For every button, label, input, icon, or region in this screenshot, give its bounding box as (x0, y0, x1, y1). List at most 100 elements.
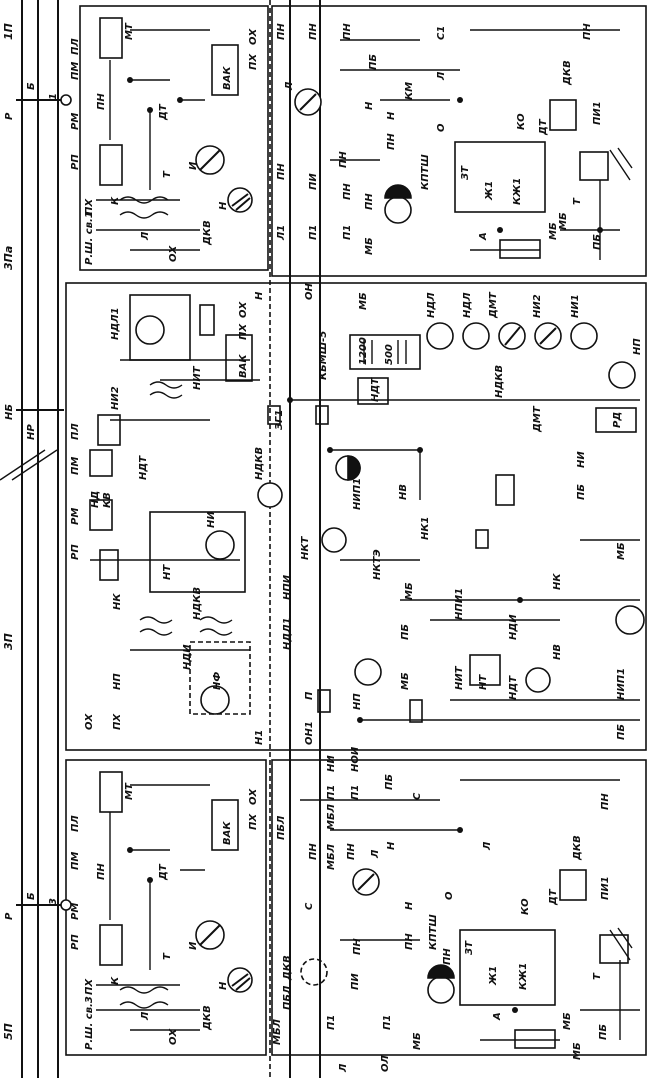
label: Л (338, 1063, 349, 1073)
label: А (478, 232, 489, 241)
label: О (436, 123, 447, 132)
label: НДЛ1 (110, 307, 121, 340)
bus-label: Р (4, 912, 15, 920)
label: Н (404, 901, 415, 910)
label: НИТ (454, 665, 465, 690)
left-bus-bars: 1П Р Б 3Па НР НБ 3П Р Б 5П (0, 0, 64, 1078)
label: ВАК (222, 821, 233, 845)
label: П1 (350, 785, 361, 800)
label: НП (112, 673, 123, 690)
label: ОХ (248, 787, 259, 805)
label: ПН (346, 843, 357, 860)
label: НДКВ (494, 365, 505, 398)
label: ОХ (248, 27, 259, 45)
label: НИТ (192, 365, 203, 390)
label: ПЛ (70, 815, 81, 832)
label: Н (386, 841, 397, 850)
label: 3 (48, 898, 59, 905)
label: НДКВ (254, 447, 265, 480)
label: МБ (548, 222, 559, 240)
label: ДКВ (282, 955, 293, 981)
label: ДКВ (572, 835, 583, 861)
label: ПН (600, 793, 611, 810)
label: МБ (400, 672, 411, 690)
bus-label: 5П (2, 1023, 15, 1040)
panel-bottom-right: П1 НИ МБЛ П1 НОИ ПБ С ПБЛ ПН МБЛ Н Л С Д… (272, 689, 640, 1073)
label: ПН (308, 843, 319, 860)
label: Л1 (276, 225, 287, 241)
label: Л (140, 231, 151, 241)
panel-frames (65, 0, 647, 1078)
label: НИП1 (352, 478, 363, 510)
label: ПН (342, 183, 353, 200)
label: НИ (326, 755, 337, 772)
label: ПБ (598, 1024, 609, 1040)
label: ЗТ (460, 165, 471, 180)
label: Л (436, 71, 447, 81)
label: МБ (412, 1032, 423, 1050)
label: П1 (382, 1015, 393, 1030)
label: С (412, 792, 423, 800)
label: ПИ (350, 973, 361, 990)
label: КПТШ (428, 914, 439, 950)
label: П (304, 691, 315, 700)
panel-title: Р.Ш. св.1 (84, 211, 95, 265)
label: КВ (102, 492, 113, 508)
label: НКТ (300, 535, 311, 560)
label: ПБЛ (282, 985, 293, 1010)
label: Т (592, 972, 603, 980)
label: ПХ (248, 813, 259, 830)
label: НДТ (370, 377, 381, 402)
label: ПЛ (70, 38, 81, 55)
label: ПЛ (70, 423, 81, 440)
label: ДМТ (488, 291, 499, 319)
label: КПТШ (420, 154, 431, 190)
bus-label: НР (26, 424, 37, 440)
panel-rsh-1: Р.Ш. св.1 ПХ К Л ОХ ДКВ РП РМ ПМ ПЛ МТ В… (48, 17, 259, 265)
label: НТ (162, 564, 173, 580)
label: НПИ (282, 574, 293, 600)
label: РМ (70, 903, 81, 920)
label: 1 (48, 93, 59, 100)
label: НДЛ1 (282, 617, 293, 650)
label: С (304, 902, 315, 910)
label: Н (218, 981, 229, 990)
label: П1 (326, 1015, 337, 1030)
label: ДКВ (202, 220, 213, 246)
bus-label: Б (26, 892, 37, 900)
bus-label: Б (26, 82, 37, 90)
label: Л (482, 841, 493, 851)
label: ПИ1 (592, 101, 603, 125)
label: МБЛ (272, 1018, 283, 1045)
label: П1 (308, 225, 319, 240)
label: ПН (338, 151, 349, 168)
label: ЗТ (464, 940, 475, 955)
label: ПИ1 (600, 876, 611, 900)
label: ПХ (84, 198, 95, 215)
label: ОХ (238, 300, 249, 318)
label: С1 (436, 26, 447, 40)
label: ПН (342, 23, 353, 40)
label: НИ2 (110, 386, 121, 410)
label: НИ2 (532, 294, 543, 318)
label: 500 (384, 344, 395, 365)
label: ВАК (238, 354, 249, 378)
label: НДИ (508, 614, 519, 640)
label: ПН (364, 193, 375, 210)
label: НП (352, 693, 363, 710)
panel-rsh-3: Р.Ш. св.3 ПХ К Л ОХ ДКВ РП РМ ПМ ПЛ МТ В… (48, 771, 259, 1050)
label: Л (284, 81, 295, 91)
label: О (444, 891, 455, 900)
label: НКТЭ (372, 549, 383, 580)
label: ПХ (248, 53, 259, 70)
label: МБЛ (326, 803, 337, 830)
label: ПИ (308, 173, 319, 190)
label: Н1 (254, 730, 265, 745)
label: ЗГ1 (274, 410, 285, 430)
label: ПН (96, 93, 107, 110)
label: РП (70, 544, 81, 560)
label: НТ (478, 674, 489, 690)
label: НК (552, 573, 563, 590)
label: ПБ (368, 54, 379, 70)
